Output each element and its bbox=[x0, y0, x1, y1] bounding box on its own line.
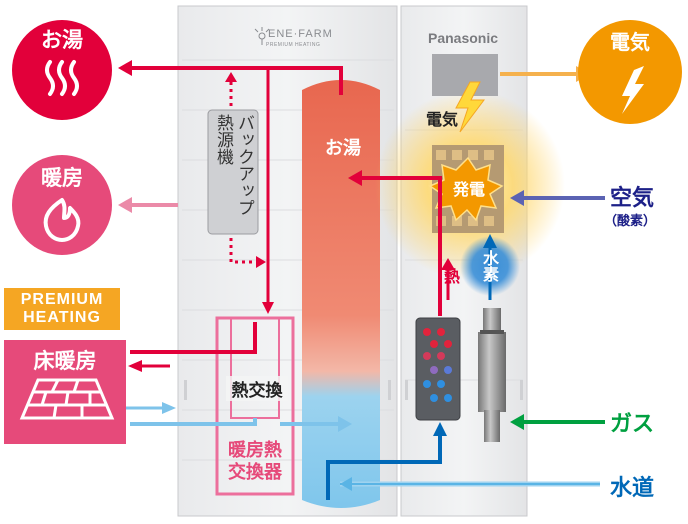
lightning-bolt-icon bbox=[455, 81, 485, 133]
heat-exchange-label: 熱交換 bbox=[226, 376, 288, 401]
hydrogen-label: 水素 bbox=[480, 250, 499, 282]
tank-hot-water-label: お湯 bbox=[325, 138, 361, 159]
heating-exchanger-text: 暖房熱交換器 bbox=[228, 440, 282, 483]
gas-label: ガス bbox=[610, 412, 655, 437]
backup-heater-label: バックアップ熱源機 bbox=[213, 114, 254, 216]
air-arrow bbox=[510, 190, 524, 206]
ene-farm-logo-icon bbox=[254, 27, 270, 45]
electricity-out-label: 電気 bbox=[610, 30, 650, 54]
hot-water-tank bbox=[302, 80, 380, 508]
water-supply-label: 水道 bbox=[610, 476, 655, 501]
control-panel bbox=[432, 54, 498, 96]
hot-water-circle bbox=[12, 20, 112, 120]
air-label: 空気 bbox=[610, 186, 655, 211]
hot-water-label: お湯 bbox=[41, 28, 83, 52]
premium-heating-badge bbox=[4, 288, 120, 330]
premium-badge-line1: PREMIUM bbox=[20, 291, 104, 308]
heating-label: 暖房 bbox=[41, 166, 83, 190]
water-circulation-pipe bbox=[326, 430, 442, 500]
water-supply-arrow bbox=[340, 477, 352, 491]
hot-water-arrow bbox=[118, 60, 132, 76]
hot-water-steam-icon bbox=[45, 60, 79, 96]
flame-icon bbox=[43, 198, 81, 242]
brand-panasonic: Panasonic bbox=[428, 30, 499, 46]
heating-exchanger-label: 暖房熱交換器 bbox=[220, 440, 290, 484]
premium-badge-line2: HEATING bbox=[23, 309, 101, 326]
floor-tiles-icon bbox=[19, 378, 115, 420]
electricity-bolt-icon bbox=[622, 66, 644, 114]
brand-premium-heating: PREMIUM HEATING bbox=[266, 42, 321, 48]
gas-reformer bbox=[478, 332, 506, 412]
electricity-circle bbox=[578, 20, 682, 124]
hot-water-pipe bbox=[130, 66, 343, 95]
brand-enefarm: ENE·FARM bbox=[268, 28, 333, 40]
power-generation-label: 発電 bbox=[452, 180, 485, 199]
electricity-inside-label: 電気 bbox=[426, 110, 459, 129]
backup-heater-box bbox=[207, 109, 259, 235]
heat-label: 熱 bbox=[441, 268, 460, 284]
floor-heating-label: 床暖房 bbox=[33, 349, 97, 373]
heating-arrow bbox=[118, 197, 132, 213]
generation-burst bbox=[428, 156, 504, 222]
gas-arrow bbox=[510, 414, 524, 430]
oxygen-label: （酸素） bbox=[604, 214, 657, 229]
